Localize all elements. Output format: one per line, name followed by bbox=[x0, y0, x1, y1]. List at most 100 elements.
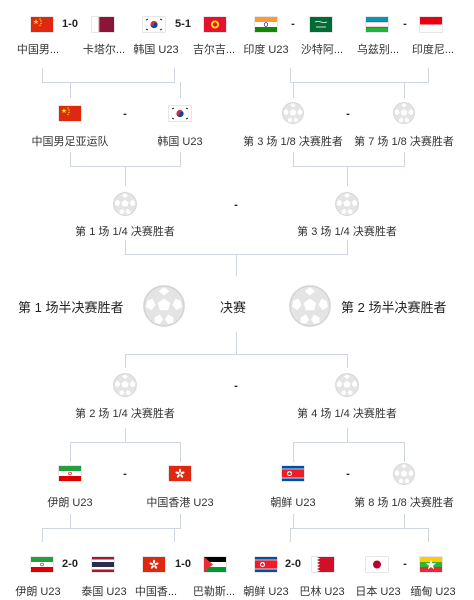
south-korea-flag-icon bbox=[143, 17, 165, 32]
thailand-flag-icon bbox=[92, 557, 114, 572]
connector-line bbox=[174, 528, 175, 542]
team-name[interactable]: 伊朗 U23 bbox=[47, 497, 93, 509]
connector-line bbox=[236, 332, 237, 354]
final-left-team[interactable]: 第 1 场半决赛胜者 bbox=[18, 300, 124, 315]
team-name[interactable]: 印度 U23 bbox=[243, 44, 289, 56]
team-name[interactable]: 泰国 U23 bbox=[81, 586, 127, 598]
team-name[interactable]: 朝鲜 U23 bbox=[270, 497, 316, 509]
connector-line bbox=[42, 68, 43, 82]
team-name[interactable]: 印度尼... bbox=[411, 44, 455, 56]
match-score: 1-0 bbox=[62, 18, 78, 30]
connector-line bbox=[404, 152, 405, 166]
placeholder-ball-icon bbox=[335, 192, 359, 216]
team-name[interactable]: 中国男... bbox=[16, 44, 60, 56]
team-name[interactable]: 第 3 场 1/8 决赛胜者 bbox=[243, 136, 343, 148]
final-ball-icon bbox=[143, 285, 185, 327]
placeholder-ball-icon bbox=[335, 373, 359, 397]
placeholder-ball-icon bbox=[113, 373, 137, 397]
team-name[interactable]: 缅甸 U23 bbox=[410, 586, 456, 598]
team-name[interactable]: 巴勒斯... bbox=[192, 586, 236, 598]
team-name[interactable]: 第 1 场 1/4 决赛胜者 bbox=[75, 226, 175, 238]
match-score: - bbox=[123, 468, 127, 480]
connector-line bbox=[70, 82, 71, 98]
connector-line bbox=[293, 152, 294, 166]
team-name[interactable]: 沙特阿... bbox=[300, 44, 344, 56]
connector-line bbox=[180, 82, 181, 98]
china-flag-icon bbox=[59, 106, 81, 121]
connector-line bbox=[125, 240, 126, 254]
iran-flag-icon bbox=[59, 466, 81, 481]
match-score: - bbox=[346, 108, 350, 120]
team-name[interactable]: 中国香港 U23 bbox=[146, 497, 214, 509]
final-ball-icon bbox=[289, 285, 331, 327]
team-name[interactable]: 伊朗 U23 bbox=[15, 586, 61, 598]
placeholder-ball-icon bbox=[282, 102, 304, 124]
uzbekistan-flag-icon bbox=[366, 17, 388, 32]
connector-line bbox=[180, 152, 181, 166]
connector-line bbox=[290, 68, 291, 82]
match-score: 1-0 bbox=[175, 558, 191, 570]
connector-line bbox=[347, 166, 348, 186]
connector-line bbox=[70, 152, 71, 166]
team-name[interactable]: 第 4 场 1/4 决赛胜者 bbox=[297, 408, 397, 420]
team-name[interactable]: 中国男足亚运队 bbox=[31, 136, 109, 148]
connector-line bbox=[42, 528, 181, 529]
palestine-flag-icon bbox=[204, 557, 226, 572]
connector-line bbox=[293, 442, 405, 443]
connector-line bbox=[70, 442, 71, 462]
connector-line bbox=[180, 514, 181, 528]
connector-line bbox=[290, 528, 429, 529]
team-name[interactable]: 第 2 场 1/4 决赛胜者 bbox=[75, 408, 175, 420]
team-name[interactable]: 第 3 场 1/4 决赛胜者 bbox=[297, 226, 397, 238]
indonesia-flag-icon bbox=[420, 17, 442, 32]
match-score: 5-1 bbox=[175, 18, 191, 30]
final-title: 决赛 bbox=[220, 300, 247, 315]
match-score: 2-0 bbox=[285, 558, 301, 570]
team-name[interactable]: 日本 U23 bbox=[355, 586, 401, 598]
iran-flag-icon bbox=[31, 557, 53, 572]
connector-line bbox=[125, 354, 126, 368]
team-name[interactable]: 朝鲜 U23 bbox=[243, 586, 289, 598]
connector-line bbox=[428, 68, 429, 82]
japan-flag-icon bbox=[366, 557, 388, 572]
connector-line bbox=[293, 82, 294, 98]
north-korea-flag-icon bbox=[255, 557, 277, 572]
bahrain-flag-icon bbox=[312, 557, 334, 572]
match-score: - bbox=[234, 199, 238, 211]
team-name[interactable]: 第 7 场 1/8 决赛胜者 bbox=[354, 136, 454, 148]
connector-line bbox=[125, 428, 126, 442]
placeholder-ball-icon bbox=[113, 192, 137, 216]
connector-line bbox=[347, 354, 348, 368]
team-name[interactable]: 吉尔吉... bbox=[192, 44, 236, 56]
team-name[interactable]: 卡塔尔... bbox=[82, 44, 126, 56]
connector-line bbox=[42, 528, 43, 542]
team-name[interactable]: 韩国 U23 bbox=[133, 44, 179, 56]
connector-line bbox=[404, 82, 405, 98]
match-score: 2-0 bbox=[62, 558, 78, 570]
hong-kong-flag-icon bbox=[169, 466, 191, 481]
team-name[interactable]: 巴林 U23 bbox=[299, 586, 345, 598]
connector-line bbox=[180, 528, 181, 529]
match-score: - bbox=[234, 380, 238, 392]
south-korea-flag-icon bbox=[169, 106, 191, 121]
placeholder-ball-icon bbox=[393, 102, 415, 124]
qatar-flag-icon bbox=[92, 17, 114, 32]
team-name[interactable]: 乌兹别... bbox=[356, 44, 400, 56]
connector-line bbox=[293, 442, 294, 462]
final-right-team[interactable]: 第 2 场半决赛胜者 bbox=[341, 300, 447, 315]
connector-line bbox=[404, 514, 405, 528]
hong-kong-flag-icon bbox=[143, 557, 165, 572]
placeholder-ball-icon bbox=[393, 463, 415, 485]
north-korea-flag-icon bbox=[282, 466, 304, 481]
connector-line bbox=[290, 82, 429, 83]
connector-line bbox=[180, 442, 181, 462]
team-name[interactable]: 第 8 场 1/8 决赛胜者 bbox=[354, 497, 454, 509]
team-name[interactable]: 中国香... bbox=[134, 586, 178, 598]
team-name[interactable]: 韩国 U23 bbox=[157, 136, 203, 148]
connector-line bbox=[174, 68, 175, 82]
connector-line bbox=[42, 82, 175, 83]
saudi-arabia-flag-icon bbox=[310, 17, 332, 32]
connector-line bbox=[125, 354, 348, 355]
match-score: - bbox=[123, 108, 127, 120]
india-flag-icon bbox=[255, 17, 277, 32]
